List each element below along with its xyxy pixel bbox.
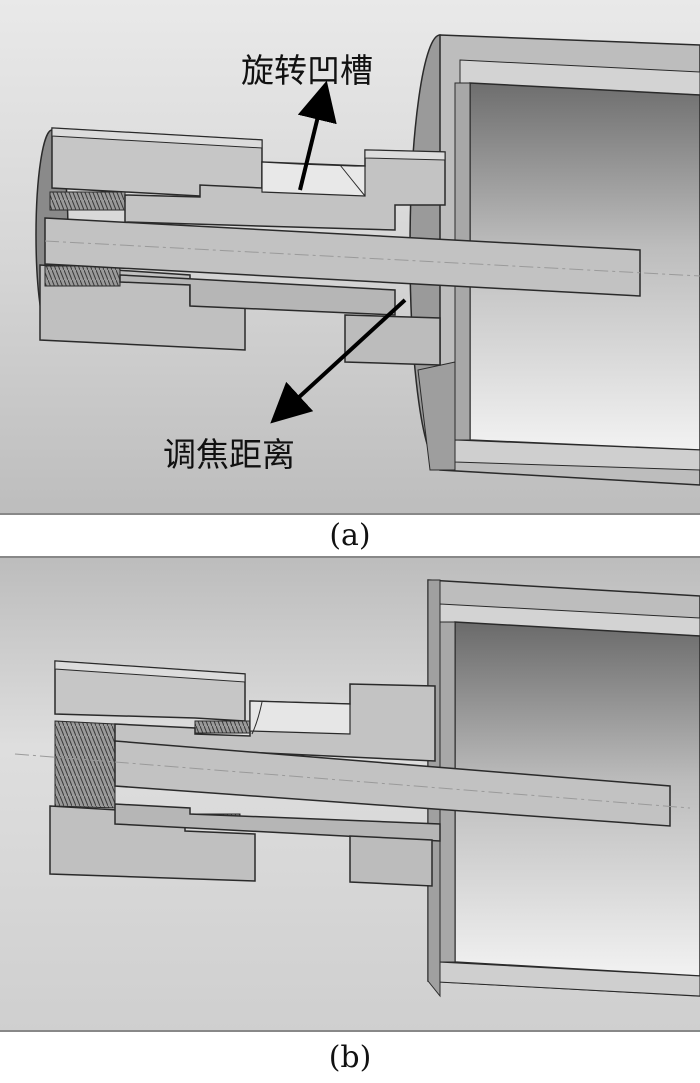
- cad-section-view-b: [0, 556, 700, 1032]
- arrow-to-groove: [297, 80, 337, 191]
- threaded-nut: [49, 660, 256, 882]
- caption-b: (b): [328, 1040, 372, 1075]
- figure-panel-b: [0, 556, 700, 1032]
- stepped-sleeve: [114, 683, 441, 887]
- stepped-sleeve: [119, 149, 446, 366]
- arrow-to-focus-gap: [270, 298, 407, 424]
- caption-a: (a): [329, 518, 371, 553]
- figure-panel-a: 旋转凹槽 调焦距离: [0, 0, 700, 515]
- central-shaft: [44, 217, 700, 297]
- cad-section-view-a: [0, 0, 700, 515]
- callout-rotating-groove: 旋转凹槽: [241, 51, 373, 90]
- callout-focus-distance: 调焦距离: [163, 435, 295, 474]
- threaded-nut: [35, 127, 263, 351]
- central-shaft: [14, 740, 691, 827]
